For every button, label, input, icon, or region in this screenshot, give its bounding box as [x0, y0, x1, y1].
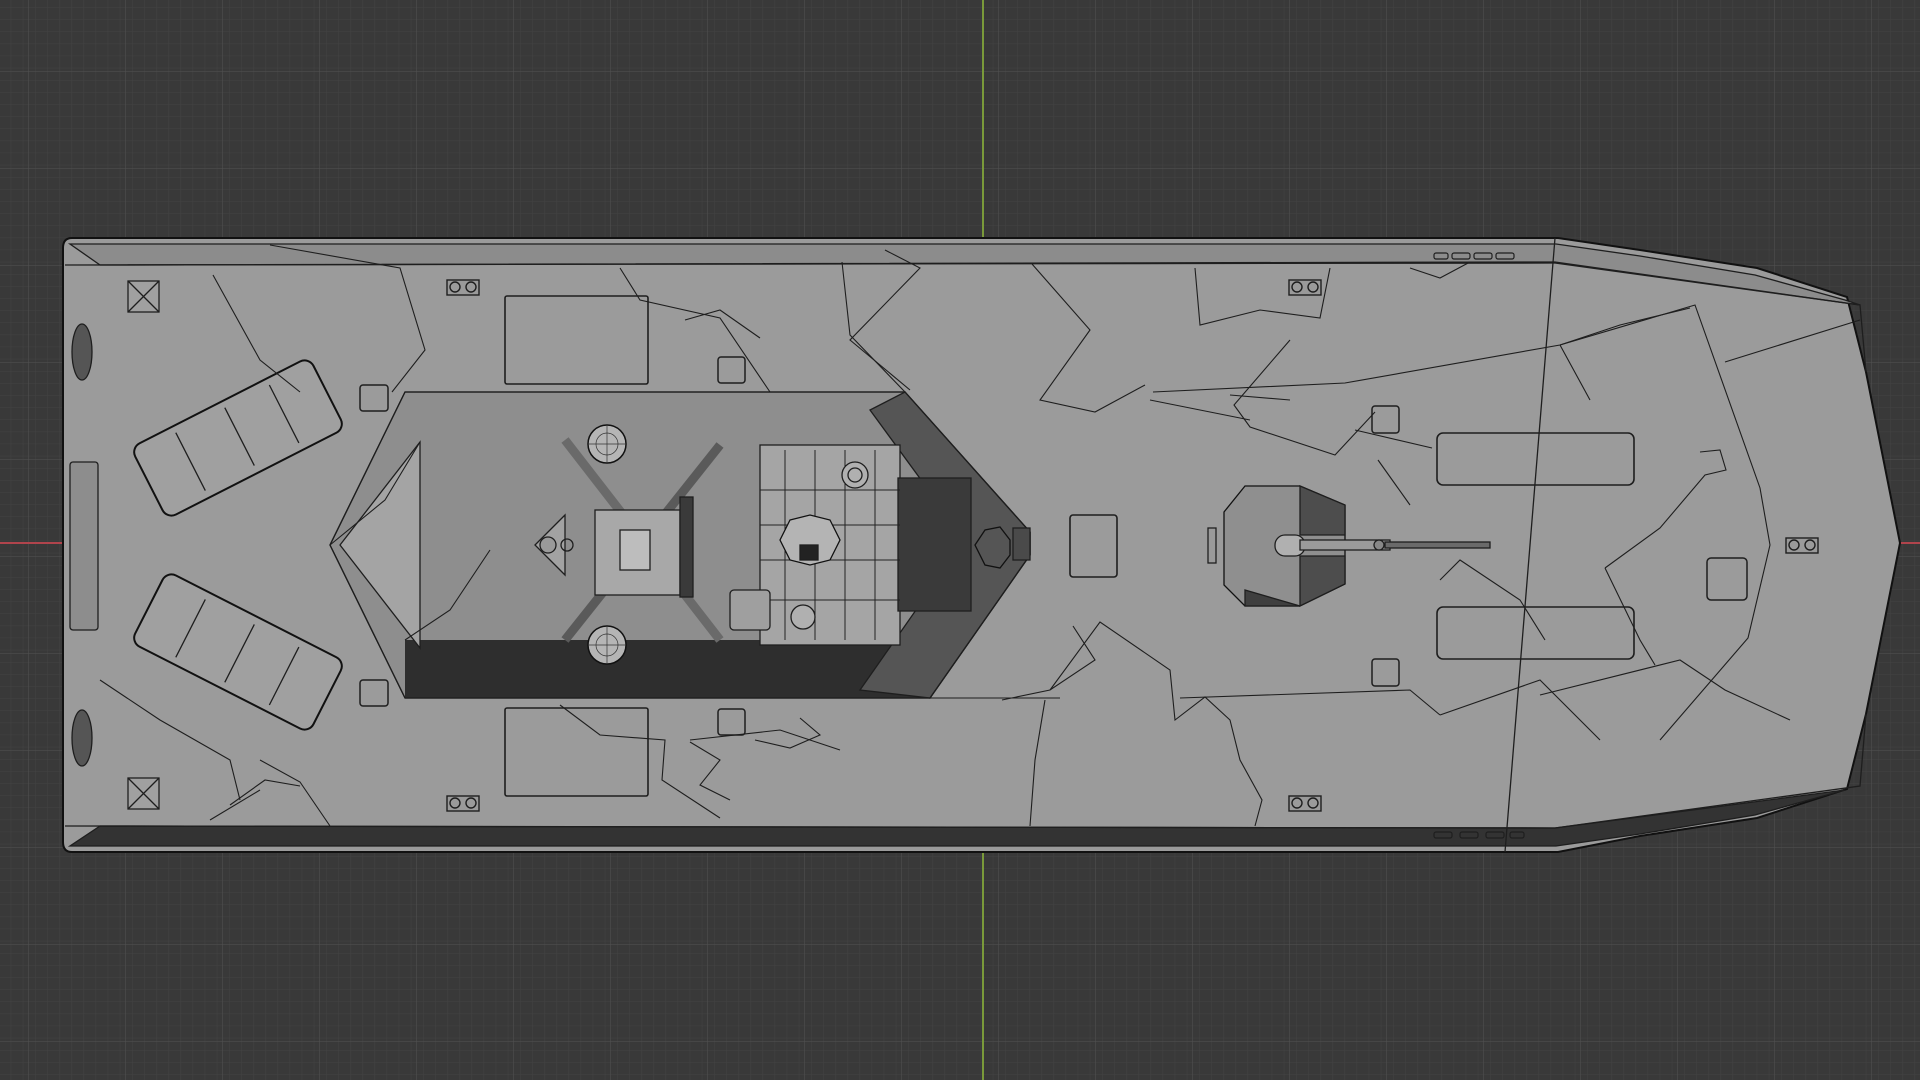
hatch-fwd-starboard: [1436, 606, 1635, 660]
radar-dome-small-bottom: [790, 604, 816, 630]
hatch-aft-starboard: [504, 707, 649, 797]
camouflage-edges: [99, 244, 1861, 827]
exhaust-port-upper: [71, 323, 93, 381]
aft-mast-structure: [534, 437, 724, 643]
hull-number-port: [1433, 252, 1515, 260]
hatch-fwd-port: [1436, 432, 1635, 486]
radar-dome-small-top: [841, 461, 869, 489]
stern-ramp-door: [69, 461, 99, 631]
liferaft-port[interactable]: [131, 357, 346, 519]
mast-base-octagon: [779, 514, 841, 566]
hull-number-starboard: [1433, 831, 1525, 839]
hatch-aft-port: [504, 295, 649, 385]
stern-ramp: [339, 440, 421, 650]
liferaft-starboard[interactable]: [131, 571, 346, 733]
ship-model[interactable]: [62, 237, 1902, 853]
exhaust-port-lower: [71, 709, 93, 767]
deck-gun[interactable]: [1207, 485, 1491, 608]
hatch-center: [1069, 514, 1118, 578]
bollard-pairs: [446, 279, 1819, 812]
forward-console: [974, 526, 1011, 569]
